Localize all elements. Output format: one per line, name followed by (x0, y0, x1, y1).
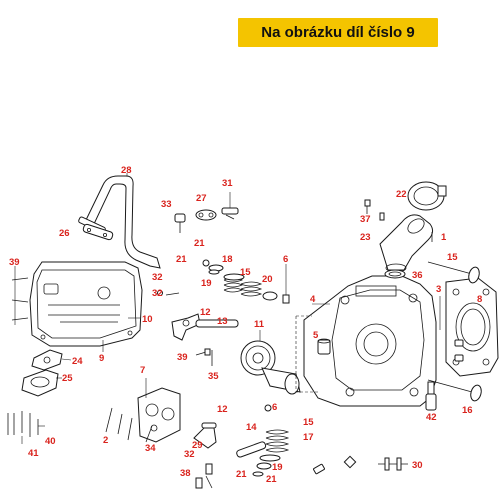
label-41: 41 (28, 448, 39, 459)
manifold-bolts-part (364, 199, 433, 242)
tensioner-gasket-part (31, 349, 72, 371)
label-8: 8 (477, 294, 482, 305)
label-29: 29 (192, 440, 203, 451)
head-gasket-part (445, 277, 499, 377)
label-21-last: 21 (266, 474, 277, 485)
label-10: 10 (142, 314, 153, 325)
label-21-mid: 21 (176, 254, 187, 265)
label-27: 27 (196, 193, 207, 204)
label-42: 42 (426, 412, 437, 423)
rocker-arm-upper-part (171, 313, 239, 341)
label-19-bottom: 19 (272, 462, 283, 473)
label-21-top: 21 (194, 238, 205, 249)
valve-spring-parts (157, 259, 290, 304)
label-28: 28 (121, 165, 132, 176)
pipe-gasket-part (82, 223, 114, 241)
part-number-labels: 28 26 33 27 31 39 10 9 24 25 40 41 21 21… (9, 165, 482, 485)
label-4: 4 (310, 294, 316, 305)
label-5: 5 (313, 330, 319, 341)
label-39-top: 39 (9, 257, 20, 268)
label-32-top: 32 (152, 272, 163, 283)
label-11: 11 (254, 319, 265, 330)
label-21-bottom: 21 (236, 469, 247, 480)
rocker-arm-lower-part (193, 422, 217, 449)
intake-valve-part (427, 261, 480, 284)
label-19-top: 19 (201, 278, 212, 289)
label-31: 31 (222, 178, 233, 189)
label-3: 3 (436, 284, 441, 295)
lower-valve-springs (252, 404, 290, 477)
label-24: 24 (72, 356, 83, 367)
label-17: 17 (303, 432, 314, 443)
intake-manifold-part (379, 214, 434, 273)
label-23: 23 (360, 232, 371, 243)
tensioner-cover-part (21, 369, 62, 397)
label-7: 7 (140, 365, 145, 376)
spark-plug-part (425, 381, 437, 411)
label-9: 9 (99, 353, 104, 364)
label-33: 33 (161, 199, 172, 210)
spacer-bar-part (378, 457, 408, 471)
cylinder-head-cover-part (29, 261, 143, 352)
manifold-oring-part (384, 269, 406, 279)
label-22: 22 (396, 189, 407, 200)
intake-clamp-part (407, 181, 447, 211)
rocker-shaft-part (236, 441, 267, 458)
label-13: 13 (217, 316, 228, 327)
label-12-top: 12 (200, 307, 211, 318)
breather-pipe-part (78, 173, 161, 269)
label-39-mid: 39 (177, 352, 188, 363)
label-18: 18 (222, 254, 233, 265)
camshaft-part (240, 330, 301, 395)
label-6-top: 6 (283, 254, 288, 265)
label-15-valve: 15 (447, 252, 458, 263)
label-2: 2 (103, 435, 108, 446)
cylinder-head-part (295, 275, 437, 407)
part-number-banner: Na obrázku díl číslo 9 (238, 18, 438, 47)
cover-bolts-part (11, 266, 29, 325)
label-26: 26 (59, 228, 70, 239)
small-bolt-parts (174, 192, 239, 233)
label-32-bottom: 32 (184, 449, 195, 460)
label-32-mid: 32 (152, 288, 163, 299)
label-1: 1 (441, 232, 447, 243)
rocker-pin-part (195, 348, 213, 366)
label-20: 20 (262, 274, 273, 285)
small-pin-parts (195, 463, 213, 489)
label-38: 38 (180, 468, 191, 479)
label-35: 35 (208, 371, 219, 382)
label-34: 34 (145, 443, 156, 454)
label-15-top: 15 (240, 267, 251, 278)
label-40: 40 (45, 436, 56, 447)
label-6-bottom: 6 (272, 402, 277, 413)
studs-part (7, 411, 45, 444)
label-16: 16 (462, 405, 473, 416)
label-25: 25 (62, 373, 73, 384)
label-36: 36 (412, 270, 423, 281)
label-12-bottom: 12 (217, 404, 228, 415)
valve-seals-part (454, 339, 464, 362)
label-37: 37 (360, 214, 371, 225)
cam-holder-part (137, 378, 181, 443)
exhaust-valve-part (427, 379, 482, 402)
label-15-bottom: 15 (303, 417, 314, 428)
label-30: 30 (412, 460, 423, 471)
label-14: 14 (246, 422, 257, 433)
head-plugs-part (313, 338, 357, 475)
holder-bolts-part (105, 407, 153, 443)
